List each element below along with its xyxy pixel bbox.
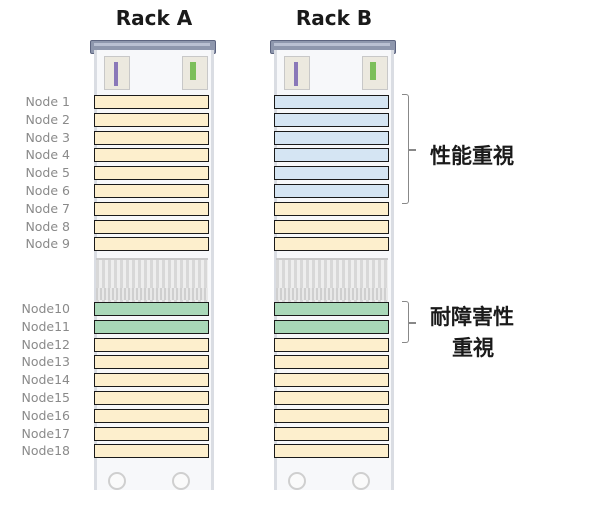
node-slot <box>274 112 389 127</box>
rack-caster <box>288 472 306 490</box>
node-slot <box>274 302 389 316</box>
node-slot <box>94 130 209 145</box>
node-slot <box>274 130 389 145</box>
node-slot <box>274 426 389 441</box>
node-slot <box>94 426 209 441</box>
node-slot <box>94 184 209 198</box>
node-slot <box>94 112 209 127</box>
node-slot <box>94 166 209 181</box>
node-slot <box>274 166 389 181</box>
node-label: Node 3 <box>25 129 70 145</box>
rack-a-title: Rack A <box>115 6 193 30</box>
node-label: Node 2 <box>25 111 70 127</box>
node-slot <box>274 355 389 370</box>
node-slot <box>94 237 209 252</box>
node-label: Node16 <box>21 407 70 423</box>
node-label: Node 4 <box>25 147 70 163</box>
node-slot <box>94 373 209 388</box>
node-slot <box>94 201 209 216</box>
node-slot <box>274 337 389 352</box>
node-slot <box>274 319 389 334</box>
node-label: Node18 <box>21 443 70 459</box>
node-label: Node17 <box>21 425 70 441</box>
rack-a <box>90 40 216 492</box>
node-label: Node11 <box>21 318 70 334</box>
rack-pdu-handle <box>114 62 118 86</box>
node-slot <box>274 184 389 198</box>
node-label: Node 8 <box>25 218 70 234</box>
node-slot <box>274 201 389 216</box>
node-slot <box>274 408 389 423</box>
node-slot <box>274 444 389 459</box>
rack-caster <box>108 472 126 490</box>
node-slot <box>94 391 209 405</box>
node-label: Node 9 <box>25 236 70 252</box>
rack-pdu-indicator <box>190 62 196 80</box>
fault-tolerance-brace <box>402 301 416 343</box>
performance-annotation: 性能重視 <box>430 144 514 168</box>
node-slot <box>274 237 389 252</box>
rack-feet <box>98 472 206 490</box>
rack-switch-area <box>276 288 388 300</box>
node-slot <box>94 355 209 370</box>
fault-tolerance-annotation-line1: 耐障害性 <box>430 305 514 329</box>
node-slot <box>274 148 389 163</box>
rack-switch-area <box>96 288 208 300</box>
node-slot <box>94 95 209 109</box>
performance-brace <box>402 94 416 204</box>
node-slot <box>94 408 209 423</box>
node-label: Node 7 <box>25 200 70 216</box>
node-label: Node 6 <box>25 183 70 198</box>
node-label: Node10 <box>21 301 70 316</box>
rack-feet <box>278 472 386 490</box>
node-slot <box>94 319 209 334</box>
rack-pdu-handle <box>294 62 298 86</box>
rack-pdu-indicator <box>370 62 376 80</box>
rack-b-title: Rack B <box>295 6 373 30</box>
node-slot <box>274 373 389 388</box>
rack-caster <box>352 472 370 490</box>
node-slot <box>94 302 209 316</box>
node-label: Node 1 <box>25 94 70 109</box>
node-label: Node12 <box>21 336 70 352</box>
node-slot <box>94 219 209 234</box>
node-slot <box>94 148 209 163</box>
node-slot <box>274 95 389 109</box>
node-slot <box>274 219 389 234</box>
fault-tolerance-annotation-line2: 重視 <box>452 336 494 360</box>
rack-caster <box>172 472 190 490</box>
node-label: Node13 <box>21 354 70 370</box>
node-slot <box>94 337 209 352</box>
rack-b <box>270 40 396 492</box>
node-slot <box>274 391 389 405</box>
node-label: Node14 <box>21 372 70 388</box>
node-label: Node 5 <box>25 165 70 181</box>
node-label: Node15 <box>21 390 70 405</box>
node-slot <box>94 444 209 459</box>
